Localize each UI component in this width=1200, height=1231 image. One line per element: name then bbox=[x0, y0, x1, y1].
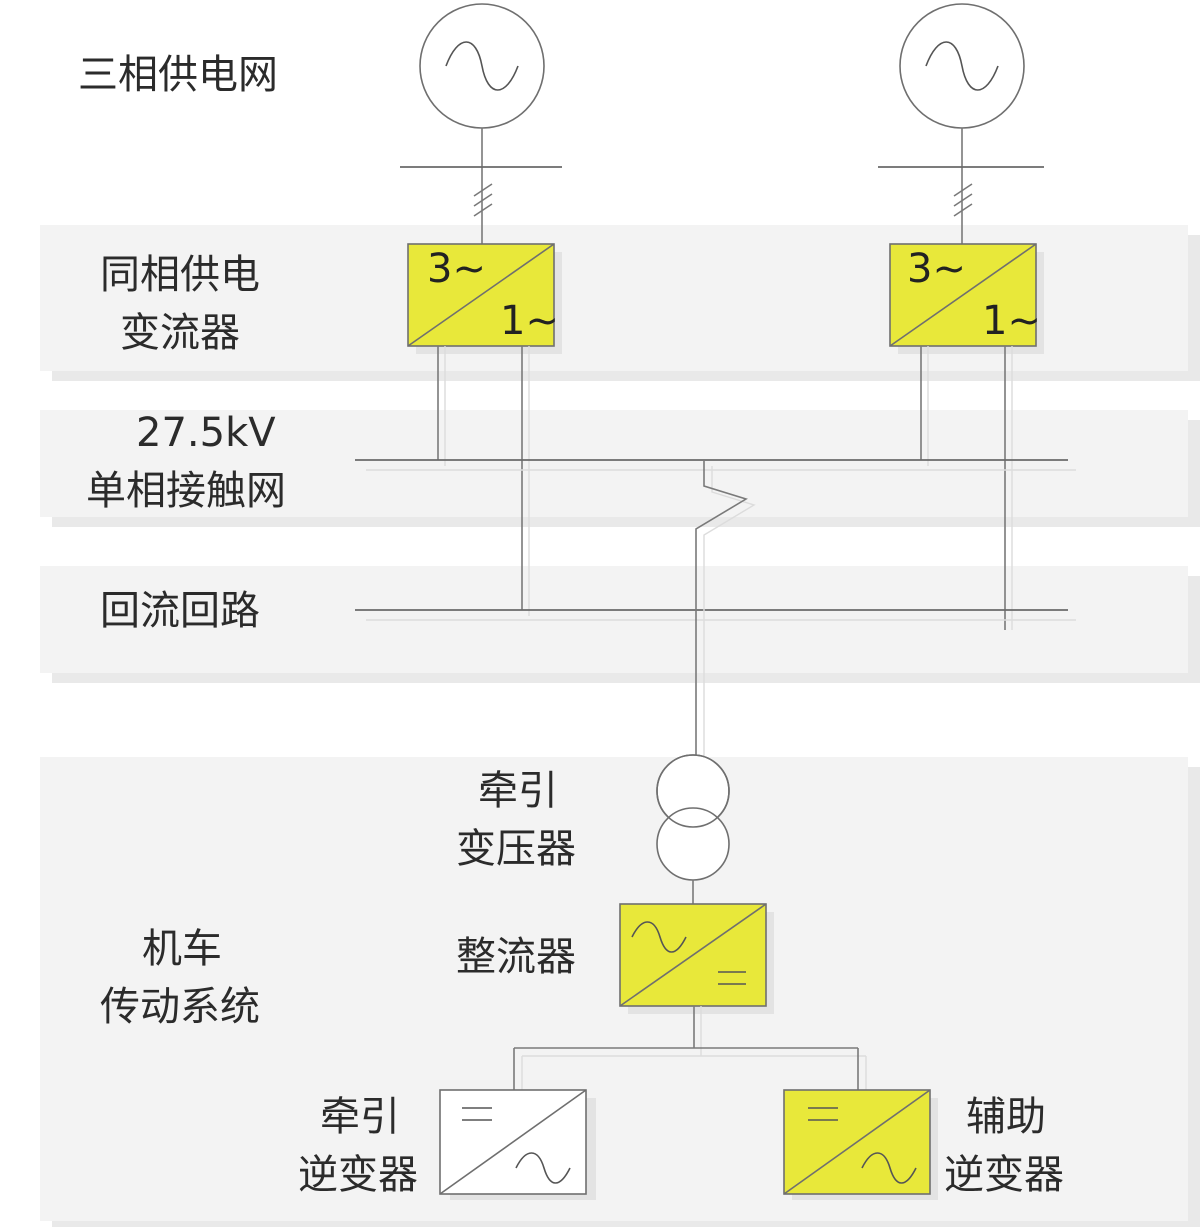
right-phase-tick-1 bbox=[953, 183, 973, 197]
traction-inverter-ac-icon bbox=[515, 1152, 571, 1184]
label-traction-inverter-line1: 牵引 bbox=[320, 1094, 400, 1140]
label-traction-inverter-line2: 逆变器 bbox=[298, 1152, 418, 1198]
right-phase-tick-3 bbox=[953, 203, 973, 217]
label-catenary: 单相接触网 bbox=[86, 468, 286, 514]
left-phase-tick-3 bbox=[473, 203, 493, 217]
text-labels: 三相供电网 同相供电 变流器 27.5kV 单相接触网 回流回路 牵引 变压器 … bbox=[78, 52, 1064, 1198]
left-converter-input-label: 3~ bbox=[427, 246, 486, 292]
label-return-circuit: 回流回路 bbox=[100, 588, 260, 634]
right-grid-source bbox=[878, 3, 1044, 244]
label-locomotive-line2: 传动系统 bbox=[100, 984, 260, 1030]
right-generator-sine-icon bbox=[925, 41, 999, 91]
left-grid-source bbox=[400, 3, 562, 244]
band-locomotive bbox=[40, 757, 1188, 1221]
label-transformer-line1: 牵引 bbox=[478, 768, 558, 814]
right-phase-tick-2 bbox=[953, 193, 973, 207]
right-converter-input-label: 3~ bbox=[907, 246, 966, 292]
left-converter-output-label: 1~ bbox=[500, 298, 559, 344]
label-rectifier: 整流器 bbox=[456, 934, 576, 980]
traction-transformer bbox=[656, 754, 730, 904]
transformer-secondary-coil bbox=[656, 807, 730, 881]
label-grid: 三相供电网 bbox=[78, 52, 278, 98]
left-phase-tick-1 bbox=[473, 183, 493, 197]
dc-link bbox=[513, 1006, 867, 1090]
label-transformer-line2: 变压器 bbox=[456, 826, 576, 872]
label-aux-inverter-line1: 辅助 bbox=[966, 1094, 1046, 1140]
label-aux-inverter-line2: 逆变器 bbox=[944, 1152, 1064, 1198]
band-catenary bbox=[40, 410, 1188, 517]
label-locomotive-line1: 机车 bbox=[142, 926, 222, 972]
pantograph-zigzag bbox=[695, 460, 748, 760]
label-converter-line2: 变流器 bbox=[120, 310, 240, 356]
right-converter-output-label: 1~ bbox=[982, 298, 1041, 344]
right-converter: 3~ 1~ bbox=[889, 243, 1044, 354]
converter-output-wires bbox=[437, 346, 1013, 630]
left-generator-sine-icon bbox=[445, 41, 519, 91]
background-bands bbox=[40, 225, 1200, 1227]
left-phase-tick-2 bbox=[473, 193, 493, 207]
rectifier-ac-icon bbox=[631, 921, 687, 953]
rectifier bbox=[619, 903, 774, 1014]
traction-inverter bbox=[439, 1089, 596, 1200]
pantograph-feeder bbox=[695, 460, 756, 760]
auxiliary-inverter-ac-icon bbox=[861, 1152, 917, 1184]
label-voltage: 27.5kV bbox=[136, 410, 276, 456]
auxiliary-inverter bbox=[783, 1089, 938, 1200]
label-converter-line1: 同相供电 bbox=[100, 252, 260, 298]
left-converter: 3~ 1~ bbox=[407, 243, 562, 354]
